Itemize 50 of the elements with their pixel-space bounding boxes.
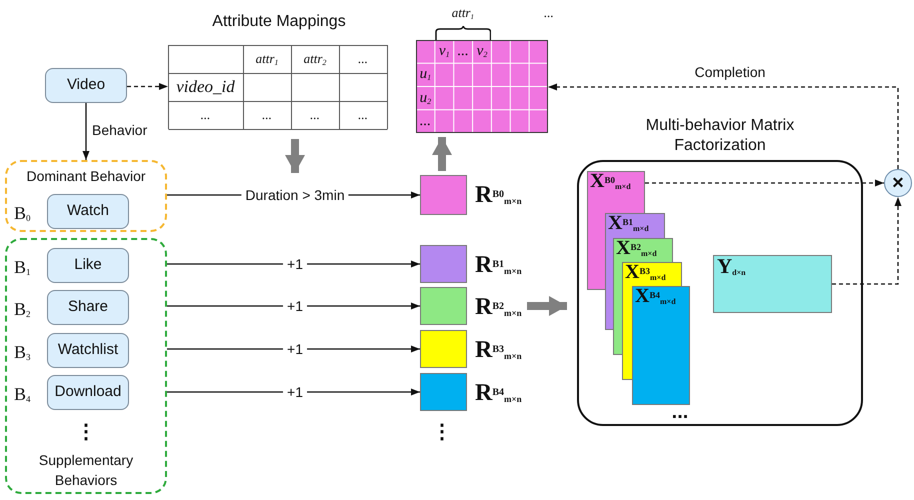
table-cell-text: ... <box>262 106 272 124</box>
matrix-index: v$_{2}$ <box>476 44 488 60</box>
arrow <box>167 260 420 268</box>
table-cell-text: ... <box>200 106 210 124</box>
behavior-index: B$_{1}$ <box>14 256 31 280</box>
ellipsis: ⋮ <box>432 420 452 444</box>
table-cell-text: ... <box>310 106 320 124</box>
arrow <box>832 197 902 285</box>
table-cell-text: ... <box>358 106 368 124</box>
rounded-box: Like <box>47 248 129 283</box>
behavior-index: B$_{4}$ <box>14 383 31 406</box>
table-title: Attribute Mappings <box>211 12 347 32</box>
matrix-label: Y$_{d×n}$ <box>717 254 746 278</box>
table-cell-text: attr$_{2}$ <box>304 50 326 69</box>
arrow <box>167 346 420 352</box>
matrix-index: v$_{1}$ <box>438 44 450 60</box>
behavior-index: B$_{0}$ <box>14 202 31 226</box>
brace-label: attr$_{1}$ <box>452 6 474 19</box>
rounded-box: Watchlist <box>47 333 129 368</box>
rounded-box: Download <box>47 375 129 410</box>
arrow <box>127 83 168 90</box>
rounded-box: Watch <box>47 194 129 229</box>
matrix-index: ... <box>420 114 432 129</box>
factor-matrix <box>713 255 832 313</box>
block-arrow <box>432 137 452 171</box>
table-cell-text: video_id <box>176 76 235 98</box>
dashed-group-box <box>5 238 167 494</box>
brace-label: ... <box>544 6 554 19</box>
behavior-index: B$_{3}$ <box>14 341 31 364</box>
matrix-index: u$_{1}$ <box>420 67 432 82</box>
rounded-box: Share <box>47 290 129 325</box>
table-cell-text: ... <box>358 50 368 68</box>
arrow <box>645 180 884 186</box>
dashed-group-box <box>5 160 167 232</box>
block-arrow <box>285 139 305 173</box>
ellipsis: ⋮ <box>76 420 96 444</box>
rounded-box: Video <box>45 68 127 103</box>
block-arrow <box>527 296 567 316</box>
group-title: Dominant Behavior <box>25 167 147 186</box>
arrow <box>167 388 420 396</box>
table-cell-text: attr$_{1}$ <box>256 50 278 69</box>
panel-title: Multi-behavior Matrix Factorization <box>644 116 796 156</box>
ellipsis: ... <box>672 400 688 424</box>
arrow <box>82 103 90 160</box>
behavior-index: B$_{2}$ <box>14 298 31 322</box>
matrix-index: ... <box>458 44 469 60</box>
matrix-index: u$_{2}$ <box>420 90 432 106</box>
arrow <box>167 302 420 310</box>
arrow <box>548 84 899 169</box>
group-title: Supplementary Behaviors <box>38 451 134 490</box>
